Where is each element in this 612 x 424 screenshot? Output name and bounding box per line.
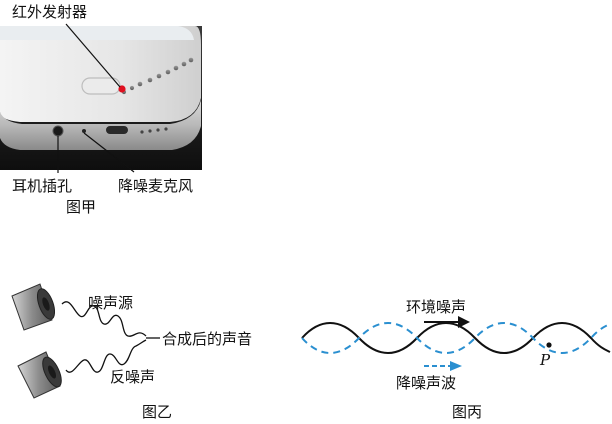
- phone-photo: [0, 26, 202, 170]
- point-p-label: P: [540, 351, 551, 369]
- ir-leader-line: [65, 23, 121, 88]
- anti-noise-label: 反噪声: [110, 368, 156, 386]
- ir-emitter-label: 红外发射器: [12, 3, 88, 21]
- point-p-marker: [546, 342, 552, 348]
- mic-leader-line: [83, 132, 135, 173]
- figure-yi-caption: 图乙: [142, 403, 173, 421]
- figure-jia-caption: 图甲: [66, 198, 97, 216]
- earphone-jack-label: 耳机插孔: [12, 177, 73, 195]
- noise-wave: [61, 301, 147, 337]
- noise-source-speaker: [11, 283, 56, 331]
- ambient-noise-label: 环境噪声: [406, 298, 467, 316]
- reduction-direction-arrow: [424, 361, 462, 371]
- noise-reduction-wave-label: 降噪声波: [396, 374, 457, 392]
- combined-sound-label: 合成后的声音: [162, 330, 253, 348]
- figure-bing-caption: 图丙: [452, 403, 483, 421]
- noise-mic-label: 降噪麦克风: [118, 177, 194, 195]
- noise-source-label: 噪声源: [88, 294, 134, 312]
- ir-emitter-dot: [118, 85, 126, 93]
- ambient-noise-wave: [301, 322, 611, 354]
- anti-noise-wave: [65, 339, 147, 373]
- noise-reduction-wave: [301, 322, 611, 354]
- anti-noise-speaker: [17, 351, 62, 399]
- ambient-direction-arrow: [424, 316, 470, 328]
